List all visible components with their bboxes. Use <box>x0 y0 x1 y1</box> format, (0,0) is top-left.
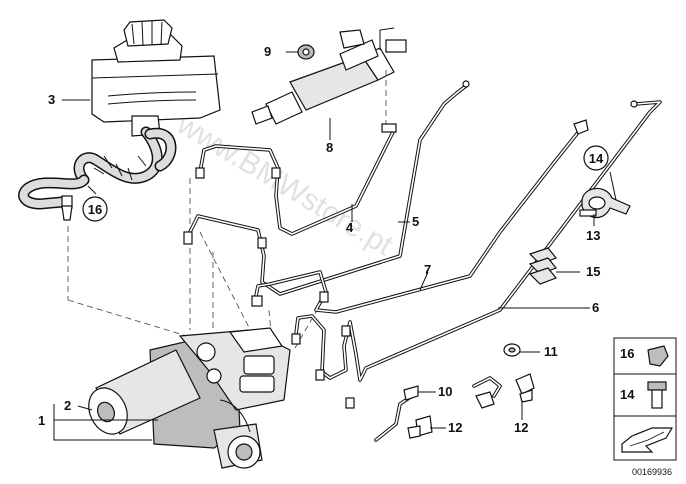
grommet-11 <box>503 343 521 357</box>
master-cylinder <box>251 27 407 132</box>
svg-text:14: 14 <box>589 151 604 166</box>
clip-12b <box>515 373 535 403</box>
leader-lines <box>53 51 617 441</box>
callout-6: 6 <box>592 300 599 315</box>
parts-legend: 16 14 <box>613 337 677 461</box>
svg-text:16: 16 <box>88 202 102 217</box>
callout-3: 3 <box>48 92 55 107</box>
legend-label-14: 14 <box>620 387 635 402</box>
callout-11: 11 <box>544 344 558 359</box>
brake-line-6 <box>291 100 662 409</box>
clip-10b <box>472 376 502 409</box>
callout-12a: 12 <box>448 420 462 435</box>
brake-line-7 <box>251 119 589 314</box>
callout-9: 9 <box>264 44 271 59</box>
callout-10: 10 <box>438 384 452 399</box>
fluid-reservoir <box>91 19 221 137</box>
reservoir-hoses <box>18 126 177 221</box>
image-number: 00169936 <box>632 467 672 477</box>
callout-labels: 1 2 3 4 5 6 7 8 9 10 11 12 12 13 15 <box>38 44 600 435</box>
callout-7: 7 <box>424 262 431 277</box>
clip-15 <box>528 247 557 285</box>
bracket-10 <box>374 385 419 442</box>
dashed-guides <box>67 178 324 349</box>
callout-1: 1 <box>38 413 45 428</box>
callout-5: 5 <box>412 214 419 229</box>
legend-cap-nut-icon <box>647 345 669 367</box>
legend-label-16: 16 <box>620 346 634 361</box>
callout-12b: 12 <box>514 420 528 435</box>
seal-ring <box>297 44 315 60</box>
brake-line-5 <box>183 80 470 296</box>
clip-12a <box>407 415 433 439</box>
clamp-13 <box>579 187 631 219</box>
callout-15: 15 <box>586 264 600 279</box>
brake-line-4 <box>195 123 397 236</box>
legend-bolt-icon <box>647 381 667 409</box>
callout-2: 2 <box>64 398 71 413</box>
callout-4: 4 <box>346 220 354 235</box>
callout-13: 13 <box>586 228 600 243</box>
circled-callout-14: 14 <box>583 145 609 171</box>
pressure-accumulator <box>88 349 201 435</box>
callout-8: 8 <box>326 140 333 155</box>
circled-callout-16: 16 <box>82 196 108 222</box>
